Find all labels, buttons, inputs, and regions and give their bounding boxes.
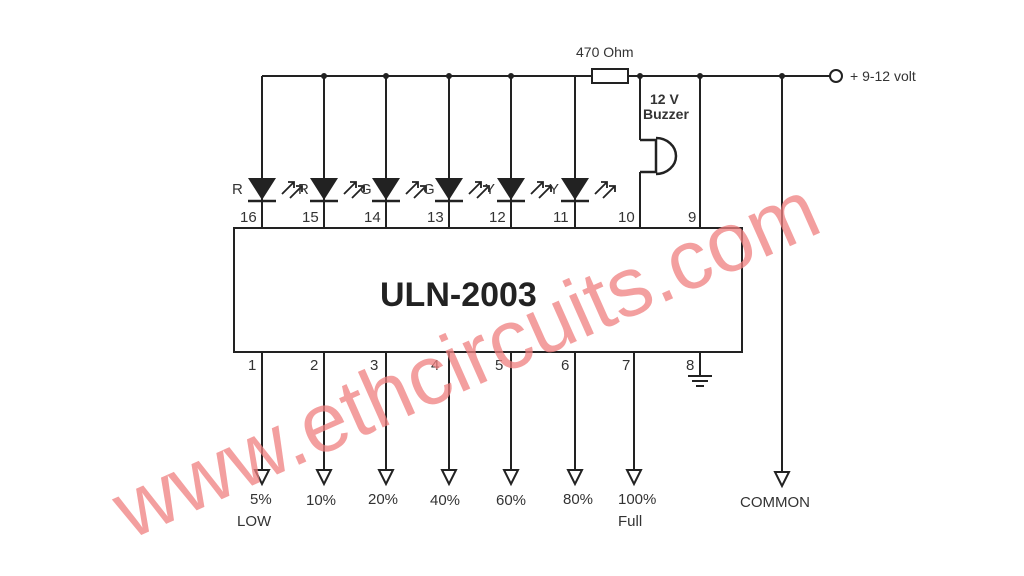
level-label-3: 20% xyxy=(368,491,398,508)
pin-9: 9 xyxy=(688,209,696,226)
pin-11: 11 xyxy=(553,209,569,226)
pin-4: 4 xyxy=(431,357,439,374)
led-column-2 xyxy=(310,76,365,228)
common-arrow xyxy=(773,471,791,489)
led-color-label-3: G xyxy=(360,181,372,198)
led-color-label-6: Y xyxy=(549,181,559,198)
pin-6: 6 xyxy=(561,357,569,374)
supply-label: + 9-12 volt xyxy=(850,68,916,84)
ic-name: ULN-2003 xyxy=(380,276,537,314)
level-label-4: 40% xyxy=(430,492,460,509)
level-label-5: 60% xyxy=(496,492,526,509)
led-column-1 xyxy=(248,76,303,228)
resistor xyxy=(591,68,629,84)
level-sub-label-7: Full xyxy=(618,513,642,530)
buzzer-label-line1: 12 V xyxy=(650,91,679,107)
level-label-6: 80% xyxy=(563,491,593,508)
ic-body xyxy=(233,227,743,353)
pin-5: 5 xyxy=(495,357,503,374)
led-color-label-2: R xyxy=(298,181,309,198)
led-color-label-5: Y xyxy=(485,181,495,198)
led-column-3 xyxy=(372,76,427,228)
level-label-2: 10% xyxy=(306,492,336,509)
led-column-4 xyxy=(435,76,490,228)
pin-16: 16 xyxy=(240,209,257,226)
pin-12: 12 xyxy=(489,209,506,226)
pin-2: 2 xyxy=(310,357,318,374)
pin-1: 1 xyxy=(248,357,256,374)
pin-15: 15 xyxy=(302,209,319,226)
resistor-label: 470 Ohm xyxy=(576,44,634,60)
level-sub-label-1: LOW xyxy=(237,513,272,530)
watermark: www.ethcircuits.com xyxy=(98,161,832,557)
level-label-1: 5% xyxy=(250,491,272,508)
led-color-label-4: G xyxy=(423,181,435,198)
supply-terminal xyxy=(829,69,843,83)
pin-13: 13 xyxy=(427,209,444,226)
led-column-5 xyxy=(497,76,552,228)
pin-10: 10 xyxy=(618,209,635,226)
pin-14: 14 xyxy=(364,209,381,226)
pin-3: 3 xyxy=(370,357,378,374)
pin-7: 7 xyxy=(622,357,630,374)
ground-symbol xyxy=(688,352,712,387)
buzzer-symbol xyxy=(640,136,678,176)
common-label: COMMON xyxy=(740,494,810,511)
led-color-label-1: R xyxy=(232,181,243,198)
pin-8: 8 xyxy=(686,357,694,374)
input-lines xyxy=(253,352,643,487)
level-label-7: 100% xyxy=(618,491,656,508)
buzzer-label-line2: Buzzer xyxy=(643,106,689,122)
led-column-6 xyxy=(561,76,616,228)
